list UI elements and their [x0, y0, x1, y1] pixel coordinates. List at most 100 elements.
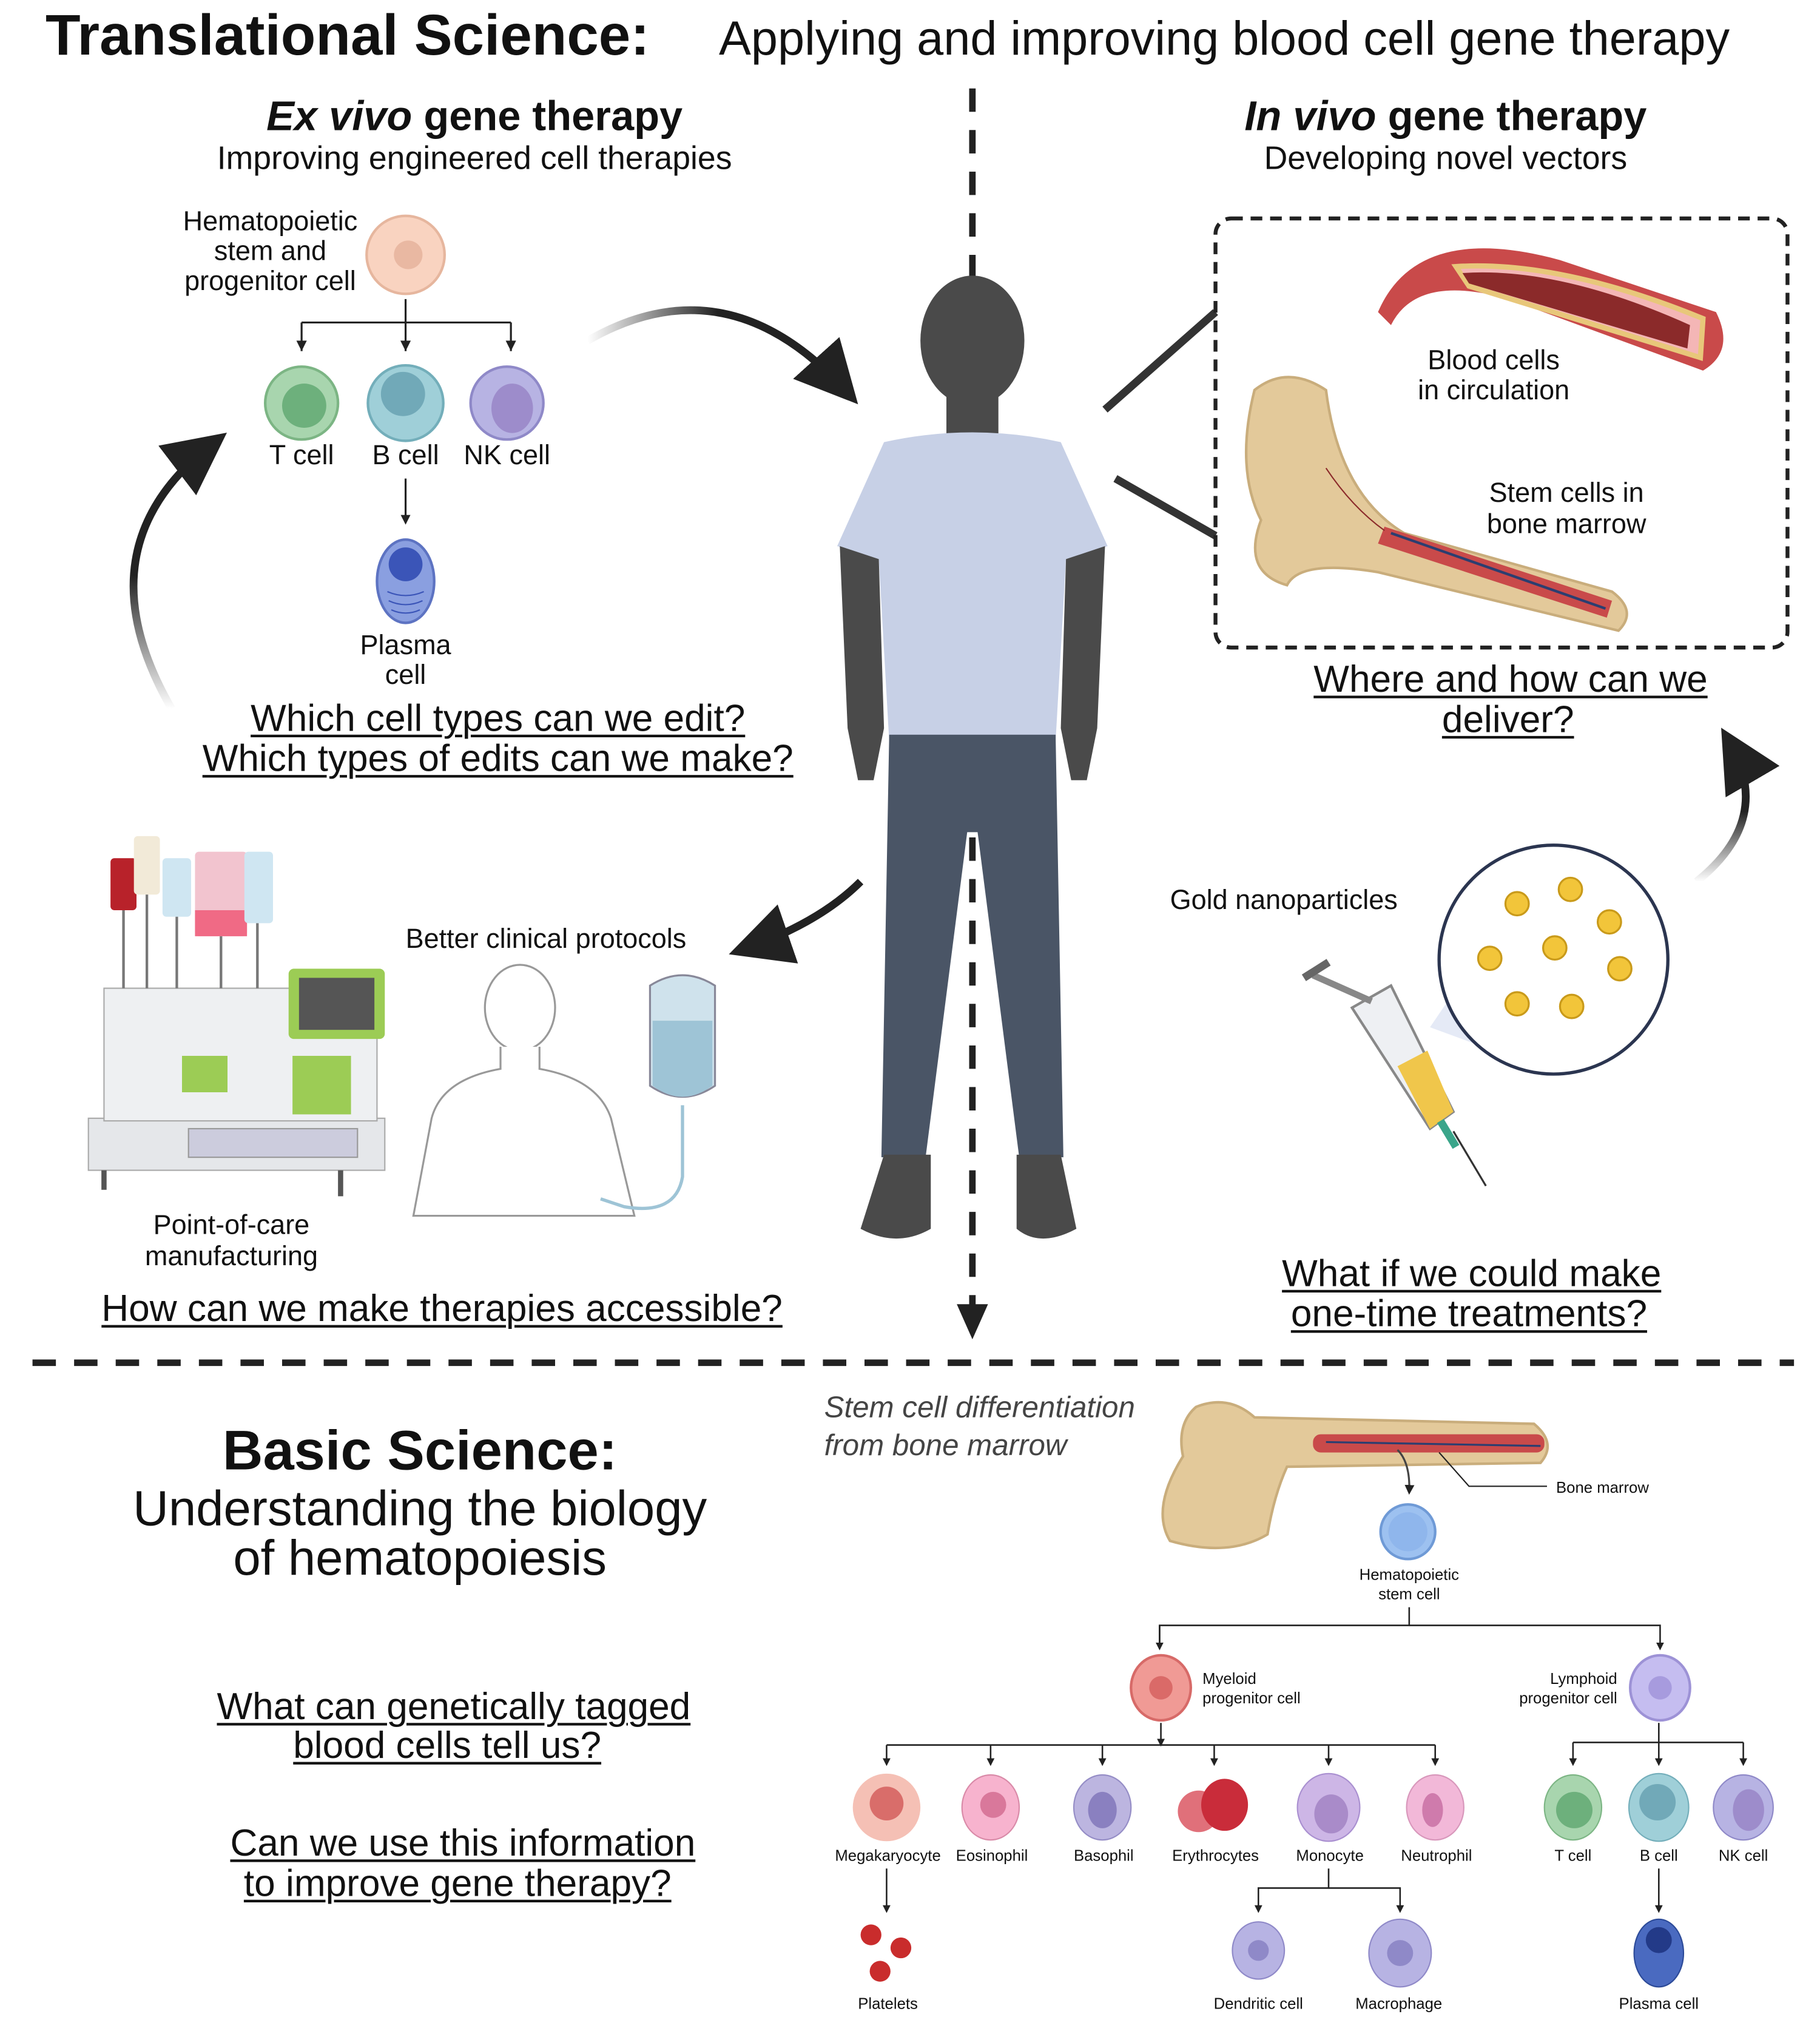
b-cell-label: B cell	[372, 441, 439, 471]
hsc-label-line: Hematopoietic	[1359, 1566, 1460, 1584]
question-deliver-2: deliver?	[1441, 699, 1574, 742]
question-improve-1: Can we use this information	[230, 1823, 696, 1865]
person-illustration	[837, 275, 1108, 1239]
tree-plasma-label: Plasma cell	[1619, 1995, 1699, 2013]
erythrocytes-cell	[1178, 1779, 1249, 1833]
hspc-label-line: Hematopoietic	[183, 206, 358, 237]
protocols-label: Better clinical protocols	[405, 924, 687, 955]
poc-label: Point-of-care manufacturing	[145, 1211, 318, 1273]
megakaryocyte-label: Megakaryocyte	[835, 1846, 941, 1865]
gold-nanoparticles-label: Gold nanoparticles	[1170, 885, 1398, 916]
neutrophil-cell	[1406, 1774, 1464, 1841]
tree-t-cell-label: T cell	[1554, 1846, 1592, 1865]
stem-cells-label: Stem cells in bone marrow	[1487, 479, 1646, 541]
macrophage-cell	[1368, 1918, 1432, 1988]
hsc-label: Hematopoietic stem cell	[1360, 1566, 1459, 1604]
monocyte-label: Monocyte	[1296, 1846, 1364, 1865]
ex-vivo-italic: Ex vivo	[266, 92, 413, 140]
question-tagged-1: What can genetically tagged	[217, 1686, 691, 1728]
tree-nk-cell-label: NK cell	[1718, 1846, 1768, 1865]
nk-cell-label: NK cell	[463, 441, 550, 471]
iv-bag-illustration	[600, 974, 716, 1211]
myeloid-label-line: Myeloid	[1202, 1669, 1256, 1688]
poc-label-line: Point-of-care	[153, 1210, 310, 1241]
monocyte-cell	[1296, 1772, 1361, 1842]
erythrocytes-label: Erythrocytes	[1172, 1846, 1259, 1865]
question-one-time-1: What if we could make	[1282, 1253, 1662, 1296]
plasma-label-line: Plasma	[360, 630, 451, 661]
syringe-illustration	[1301, 959, 1487, 1187]
dendritic-cell	[1232, 1921, 1286, 1980]
dendritic-label: Dendritic cell	[1213, 1995, 1303, 2013]
lymphoid-label-line: Lymphoid	[1550, 1669, 1617, 1688]
question-one-time-2: one-time treatments?	[1290, 1294, 1648, 1336]
plasma-cell-label: Plasma cell	[360, 630, 451, 691]
arrow-to-patient	[585, 306, 858, 405]
tree-bone-illustration	[1161, 1401, 1549, 1550]
blood-cells-label: Blood cells in circulation	[1418, 346, 1569, 406]
neutrophil-label: Neutrophil	[1401, 1846, 1472, 1865]
poc-label-line: manufacturing	[144, 1242, 318, 1272]
question-improve-2: to improve gene therapy?	[243, 1863, 672, 1905]
eosinophil-label: Eosinophil	[956, 1846, 1028, 1865]
eosinophil-cell	[961, 1774, 1020, 1841]
manufacturing-device-illustration	[87, 836, 386, 1197]
platelets-icon	[860, 1924, 912, 1982]
pointer-marrow	[1113, 475, 1218, 539]
basic-subtitle-1: Understanding the biology	[133, 1482, 707, 1537]
ex-vivo-heading: Ex vivo gene therapy	[266, 95, 682, 137]
blood-label-line: in circulation	[1418, 376, 1570, 406]
main-subtitle: Applying and improving blood cell gene t…	[719, 12, 1730, 66]
question-accessible: How can we make therapies accessible?	[101, 1288, 783, 1331]
lymphoid-label-line: progenitor cell	[1519, 1689, 1617, 1708]
tree-nk-cell	[1713, 1774, 1774, 1841]
megakaryocyte-cell	[852, 1773, 921, 1842]
marrow-label-line: Stem cells in	[1489, 478, 1644, 509]
arrow-to-protocols	[729, 879, 864, 964]
tree-b-cell	[1628, 1772, 1690, 1842]
in-vivo-rest: gene therapy	[1387, 92, 1647, 140]
plasma-label-line: cell	[385, 660, 426, 691]
bone-marrow-illustration	[1244, 376, 1628, 632]
ex-vivo-rest: gene therapy	[423, 92, 683, 140]
tree-caption-line: from bone marrow	[824, 1427, 1067, 1462]
myeloid-label-line: progenitor cell	[1202, 1689, 1301, 1708]
bone-marrow-label: Bone marrow	[1556, 1478, 1649, 1497]
hspc-label-line: stem and	[214, 237, 327, 267]
basophil-label: Basophil	[1073, 1846, 1134, 1865]
question-edit-types: Which types of edits can we make?	[202, 738, 794, 780]
lymphoid-label: Lymphoid progenitor cell	[1519, 1669, 1617, 1708]
patient-outline-illustration	[412, 964, 636, 1217]
tree-plasma-cell	[1633, 1918, 1685, 1988]
pointer-blood	[1102, 309, 1218, 413]
hspc-label-line: progenitor cell	[184, 266, 356, 297]
arrow-deliver-up	[1694, 728, 1780, 885]
delivery-box	[1213, 216, 1790, 650]
in-vivo-heading: In vivo gene therapy	[1244, 95, 1646, 137]
hspc-label: Hematopoietic stem and progenitor cell	[183, 207, 358, 297]
nanoparticle-magnifier	[1430, 843, 1670, 1076]
question-deliver-1: Where and how can we	[1313, 659, 1708, 701]
tree-t-cell	[1543, 1774, 1603, 1841]
ex-vivo-subtitle: Improving engineered cell therapies	[217, 140, 732, 177]
basophil-cell	[1073, 1774, 1132, 1841]
in-vivo-subtitle: Developing novel vectors	[1264, 140, 1628, 177]
tree-caption-line: Stem cell differentiation	[824, 1390, 1135, 1424]
question-tagged-2: blood cells tell us?	[293, 1725, 602, 1768]
tree-caption: Stem cell differentiation from bone marr…	[824, 1389, 1135, 1464]
question-cell-types: Which cell types can we edit?	[251, 698, 746, 740]
hsc-label-line: stem cell	[1378, 1585, 1440, 1604]
basic-science-heading: Basic Science:	[222, 1420, 618, 1482]
arrow-cycle-up	[129, 432, 228, 711]
blood-label-line: Blood cells	[1427, 346, 1560, 376]
in-vivo-italic: In vivo	[1244, 92, 1377, 140]
divider-arrowhead	[957, 1304, 988, 1340]
t-cell-label: T cell	[269, 441, 334, 471]
marrow-label-line: bone marrow	[1486, 510, 1646, 540]
basic-subtitle-2: of hematopoiesis	[233, 1532, 607, 1587]
tree-b-cell-label: B cell	[1639, 1846, 1678, 1865]
macrophage-label: Macrophage	[1355, 1995, 1443, 2013]
myeloid-label: Myeloid progenitor cell	[1202, 1669, 1301, 1708]
blood-vessel-illustration	[1378, 248, 1724, 371]
